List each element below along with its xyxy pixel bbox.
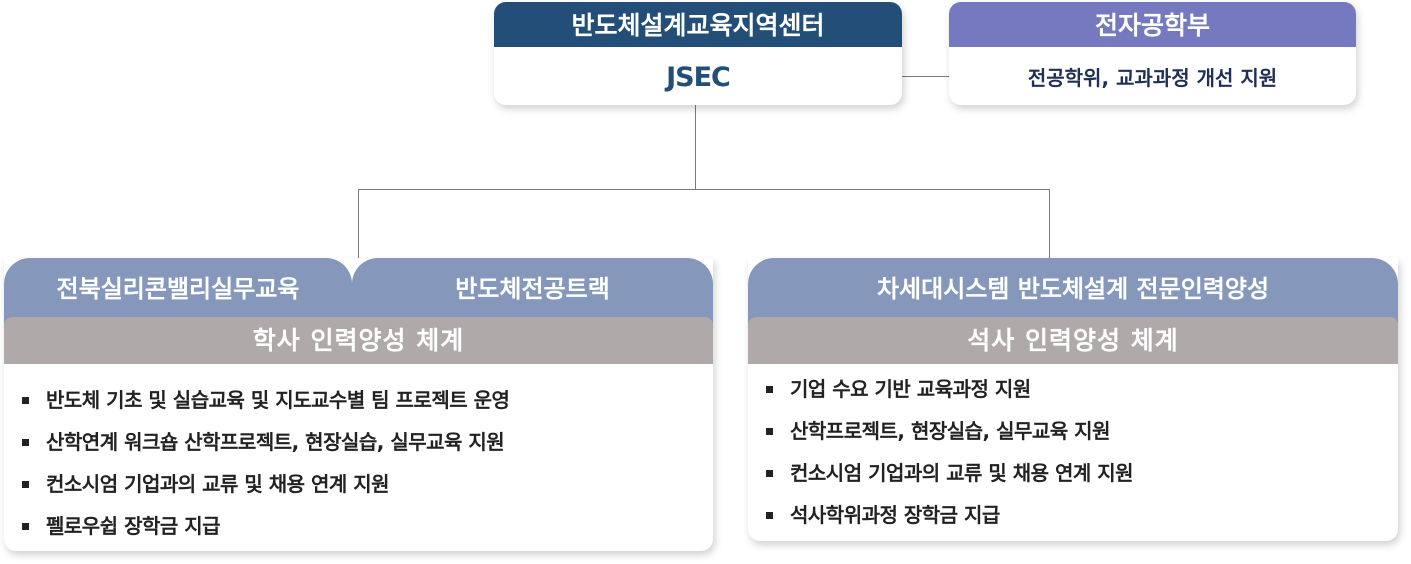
program-title: 차세대시스템 반도체설계 전문인력양성 xyxy=(876,275,1270,303)
department-box: 전자공학부 전공학위, 교과과정 개선 지원 xyxy=(949,2,1356,105)
bullet-icon xyxy=(766,428,773,435)
list-item: 석사학위과정 장학금 지급 xyxy=(748,494,1398,536)
list-item: 산학연계 워크숍 산학프로젝트, 현장실습, 실무교육 지원 xyxy=(4,421,713,463)
list-item: 컨소시엄 기업과의 교류 및 채용 연계 지원 xyxy=(4,463,713,505)
bullet-icon xyxy=(22,439,29,446)
bachelor-subtitle: 학사 인력양성 체계 xyxy=(4,317,713,364)
tab-jeonbuk-silicon-valley: 전북실리콘밸리실무교육 xyxy=(4,258,352,328)
bullet-icon xyxy=(22,523,29,530)
list-item: 컨소시엄 기업과의 교류 및 채용 연계 지원 xyxy=(748,452,1398,494)
center-title: 반도체설계교육지역센터 xyxy=(494,2,902,47)
master-list: 기업 수요 기반 교육과정 지원 산학프로젝트, 현장실습, 실무교육 지원 컨… xyxy=(748,368,1398,536)
connector-horizontal xyxy=(358,189,1050,190)
center-name: JSEC xyxy=(666,62,731,93)
bachelor-list: 반도체 기초 및 실습교육 및 지도교수별 팀 프로젝트 운영 산학연계 워크숍… xyxy=(4,379,713,547)
bullet-icon xyxy=(22,481,29,488)
next-gen-system-semiconductor-header: 차세대시스템 반도체설계 전문인력양성 xyxy=(748,258,1398,328)
tab-label: 전북실리콘밸리실무교육 xyxy=(56,275,300,303)
list-item: 기업 수요 기반 교육과정 지원 xyxy=(748,368,1398,410)
list-item: 펠로우쉽 장학금 지급 xyxy=(4,505,713,547)
master-subtitle: 석사 인력양성 체계 xyxy=(748,317,1398,364)
bullet-icon xyxy=(766,470,773,477)
bullet-icon xyxy=(766,386,773,393)
bullet-icon xyxy=(22,397,29,404)
connector-right-down xyxy=(1049,189,1050,261)
department-title: 전자공학부 xyxy=(949,2,1356,47)
tab-semiconductor-track: 반도체전공트랙 xyxy=(352,258,713,328)
connector-left-down xyxy=(358,189,359,261)
connector-center-department xyxy=(902,76,950,77)
list-item: 산학프로젝트, 현장실습, 실무교육 지원 xyxy=(748,410,1398,452)
bullet-icon xyxy=(766,512,773,519)
tab-label: 반도체전공트랙 xyxy=(455,275,610,303)
list-item: 반도체 기초 및 실습교육 및 지도교수별 팀 프로젝트 운영 xyxy=(4,379,713,421)
department-description: 전공학위, 교과과정 개선 지원 xyxy=(1027,66,1278,90)
connector-center-down xyxy=(695,104,696,189)
center-box: 반도체설계교육지역센터 JSEC xyxy=(494,2,902,105)
